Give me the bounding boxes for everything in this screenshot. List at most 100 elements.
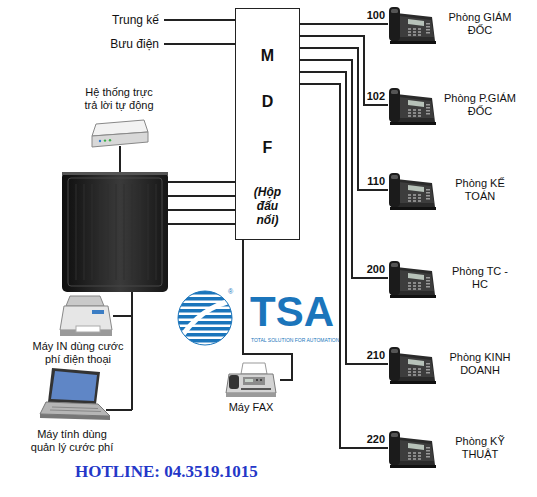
connector	[300, 23, 388, 24]
wiring-part	[168, 181, 235, 182]
room-name: Phòng GIÁM ĐỐC	[444, 11, 516, 37]
wiring-part	[131, 292, 132, 410]
mdf-text: F	[263, 139, 273, 157]
device-icon-shape	[389, 431, 436, 468]
pbx-cabinet-part-part	[76, 184, 77, 280]
device-icon	[388, 84, 438, 126]
extension-number: 100	[367, 9, 385, 22]
connector	[300, 60, 388, 278]
logo-globe-part	[176, 291, 236, 343]
logo-globe-part-part	[176, 339, 236, 343]
mdf-box: M D F (Hộp đấu nối)	[235, 8, 300, 240]
logo-globe-part	[178, 291, 232, 345]
logo-globe	[176, 291, 236, 345]
laptop-caption: Máy tính dùng quản lý cước phí	[28, 428, 116, 454]
pbx-cabinet-part	[62, 172, 168, 292]
fax-label: Máy FAX	[229, 401, 274, 414]
phone-extension: Phòng KINH DOANH	[388, 343, 516, 385]
wiring-part	[119, 146, 120, 172]
printer-caption: Máy IN dùng cước phí điện thoại	[28, 340, 128, 366]
room-name: Phòng KINH DOANH	[444, 351, 516, 377]
device-icon	[388, 3, 438, 45]
laptop-icon-part	[48, 368, 100, 404]
connector	[300, 36, 388, 105]
device-icon-shape	[226, 363, 276, 397]
phone-extension: Phòng TC - HC	[388, 257, 516, 299]
pbx-cabinet-part-part	[100, 184, 101, 280]
extension-number: 200	[367, 263, 385, 276]
logo-globe-part-part	[176, 291, 236, 295]
laptop-icon	[40, 368, 110, 420]
room-name: Phòng KỸ THUẬT	[444, 435, 516, 461]
hotline-text: HOTLINE: 04.3519.1015	[75, 462, 258, 482]
pbx-cabinet-part	[62, 172, 168, 175]
trunk-line: Trung kế Bưu điện	[92, 8, 164, 56]
room-name: Phòng P.GIÁM ĐỐC	[444, 92, 516, 118]
printer-icon-part	[66, 296, 104, 306]
pbx-cabinet-part-part	[116, 184, 117, 280]
logo-globe-part-part	[176, 321, 236, 325]
laptop-label: Máy tính dùng quản lý cước phí	[28, 428, 116, 454]
mdf-text: M	[261, 47, 274, 65]
laptop-icon-part	[52, 407, 98, 409]
wiring-part	[106, 409, 132, 410]
fax-machine: Máy FAX	[222, 362, 280, 414]
extension-number: 102	[367, 90, 385, 103]
room-name: Phòng TC - HC	[444, 265, 516, 291]
connector	[164, 43, 235, 44]
phone-extension: Phòng GIÁM ĐỐC	[388, 3, 516, 45]
room-name: Phòng KẾ TOÁN	[444, 177, 516, 203]
pbx-cabinet-part-part	[148, 184, 149, 280]
printer-icon-part	[92, 310, 104, 314]
connector	[300, 48, 388, 190]
extension-number: 110	[367, 175, 385, 188]
device-icon-shape	[389, 173, 436, 210]
device-icon-shape	[389, 347, 436, 384]
device-icon-shape	[389, 7, 436, 44]
wiring-part	[168, 209, 235, 210]
pbx-cabinet-part-part	[108, 184, 109, 280]
laptop-icon-part	[51, 371, 97, 401]
extension-number: 220	[367, 433, 385, 446]
logo-globe-part-part	[176, 315, 236, 319]
mdf-text: D	[262, 93, 274, 111]
pbx-cabinet	[62, 172, 168, 292]
pbx-cabinet-part-part	[132, 184, 133, 280]
logo-text: TSA	[250, 290, 334, 334]
pbx-cabinet-part	[76, 184, 156, 280]
laptop-icon-part	[50, 410, 101, 412]
pbx-cabinet-part	[68, 178, 162, 286]
auto-attendant-device	[92, 120, 148, 147]
pbx-cabinet-part-part	[124, 184, 125, 280]
device-icon	[388, 427, 438, 469]
printer-icon	[60, 296, 112, 336]
mdf-text: (Hộp đấu nối)	[247, 185, 289, 227]
printer-label: Máy IN dùng cước phí điện thoại	[28, 340, 128, 366]
connector	[300, 84, 388, 448]
phone-extension: Phòng KỸ THUẬT	[388, 427, 516, 469]
device-icon	[388, 257, 438, 299]
extension-number: 210	[367, 349, 385, 362]
device-icon-shape	[389, 88, 436, 125]
logo-globe-part	[178, 300, 236, 342]
laptop-icon-part	[40, 402, 110, 416]
phone-extension: Phòng KẾ TOÁN	[388, 169, 516, 211]
device-icon-shape	[389, 261, 436, 298]
trunk-label: Trung kế Bưu điện	[92, 8, 159, 56]
wiring-part	[113, 315, 132, 316]
phone-extension: Phòng P.GIÁM ĐỐC	[388, 84, 516, 126]
registered-mark: ®	[228, 288, 233, 296]
laptop-icon-part	[40, 414, 110, 420]
device-icon	[388, 169, 438, 211]
pbx-cabinet-part-part	[84, 184, 85, 280]
device-icon	[388, 343, 438, 385]
device-caption: Hệ thống trực trả lời tự động	[78, 86, 160, 112]
printer-icon-part	[76, 326, 100, 332]
pbx-cabinet-part-part	[156, 184, 157, 280]
wiring-part	[168, 195, 235, 196]
device-icon	[225, 362, 277, 398]
wiring-part	[168, 223, 235, 224]
device-label: Hệ thống trực trả lời tự động	[78, 86, 160, 112]
pbx-cabinet-part-part	[92, 184, 93, 280]
